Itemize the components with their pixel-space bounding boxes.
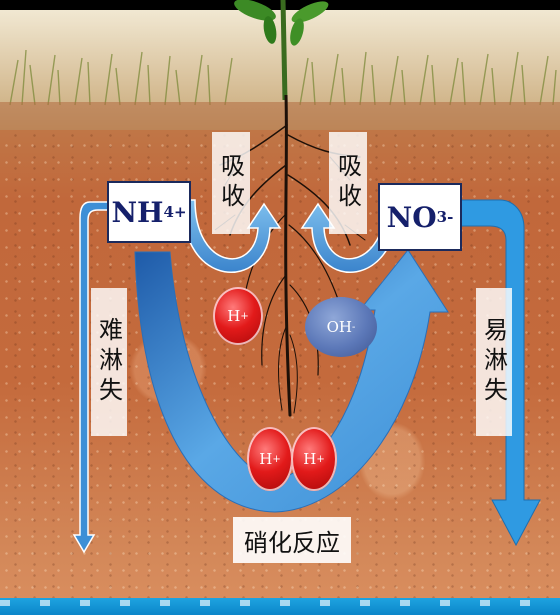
easy-leach-arrow (457, 199, 541, 547)
oh-ion-sup: - (352, 321, 356, 333)
h-ion-upper-sup: + (240, 310, 249, 322)
oh-ion-base: OH (326, 318, 352, 336)
h-ion-lower-right: H+ (291, 427, 337, 491)
easy-leach-label: 易淋失 (476, 288, 512, 436)
absorb-label-left: 吸收 (212, 132, 250, 234)
water-ripple (0, 600, 560, 606)
hard-leach-arrow (72, 201, 109, 554)
nitrate-base: NO (386, 200, 437, 234)
nitrate-sup: - (447, 208, 454, 226)
grass-layer (0, 10, 560, 130)
h-ion-lower-right-base: H (303, 450, 317, 468)
h-ion-lower-left-base: H (259, 450, 273, 468)
absorb-arrow-right (300, 199, 399, 274)
h-ion-lower-left-sup: + (272, 453, 281, 465)
nitrification-label: 硝化反应 (233, 517, 351, 563)
nitrate-sub: 3 (436, 208, 448, 226)
ammonium-sup: + (173, 203, 187, 221)
plant (234, 0, 329, 101)
h-ion-upper: H+ (213, 287, 263, 345)
absorb-arrow-left (182, 199, 282, 274)
ammonium-sub: 4 (163, 203, 174, 221)
h-ion-lower-left: H+ (247, 427, 293, 491)
absorb-label-right: 吸收 (329, 132, 367, 234)
h-ion-lower-right-sup: + (316, 453, 325, 465)
hard-leach-label: 难淋失 (91, 288, 127, 436)
oh-ion: OH- (305, 297, 377, 357)
h-ion-upper-base: H (227, 307, 241, 325)
ammonium-base: NH (111, 195, 164, 229)
nitrification-arrow (134, 249, 449, 513)
